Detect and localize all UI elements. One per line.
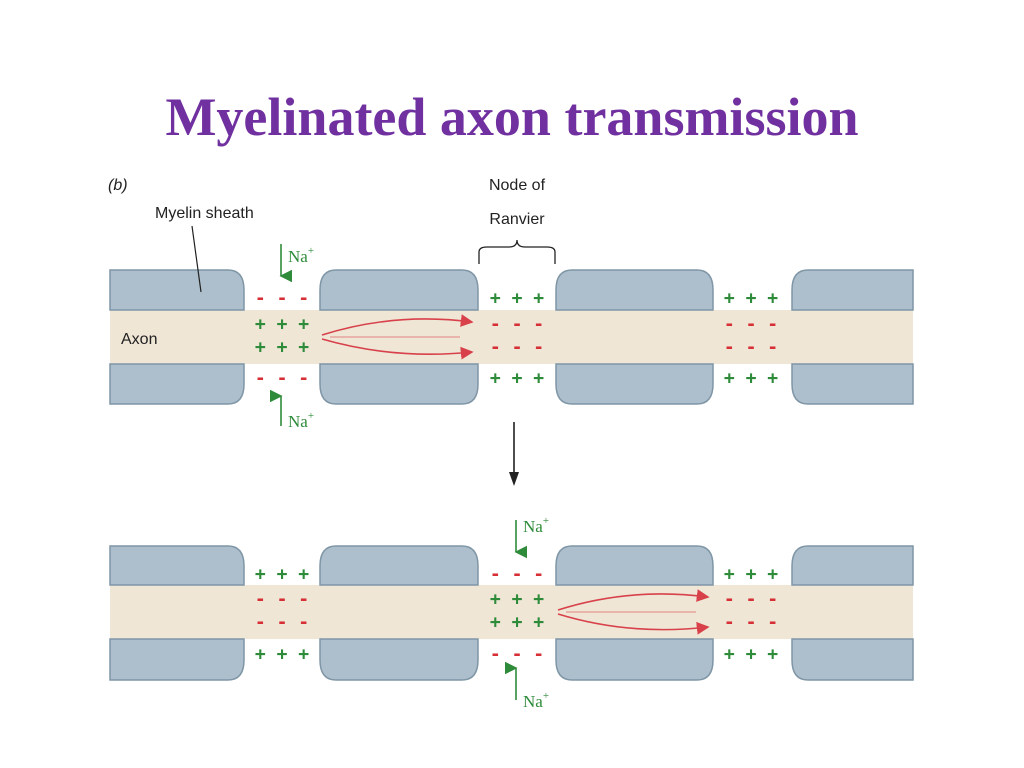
myelin-segment-2-bottom-after bbox=[319, 638, 479, 681]
charge-n1-bottom-inner: + + + bbox=[255, 337, 309, 358]
charge-n2-top-outer: + + + bbox=[490, 288, 544, 309]
myelin-segments-after bbox=[109, 545, 914, 681]
charge-after-n2-top-outer: - - - bbox=[490, 564, 544, 585]
local-current-upper bbox=[321, 314, 474, 336]
myelin-segment-4-bottom bbox=[791, 363, 914, 405]
myelin-segment-3-top bbox=[555, 269, 714, 311]
myelin-segment-3-top-after bbox=[555, 545, 714, 586]
na-label-bottom-after: Na+ bbox=[523, 690, 549, 711]
local-current-lower-after bbox=[557, 613, 710, 635]
myelin-segment-4-bottom-after bbox=[791, 638, 914, 681]
na-label-bottom: Na+ bbox=[288, 410, 314, 431]
charge-n1-bottom-outer: - - - bbox=[255, 368, 309, 389]
charge-after-n3-top-outer: + + + bbox=[724, 564, 778, 585]
myelin-segment-2-top-after bbox=[319, 545, 479, 586]
charge-after-n2-bottom-outer: - - - bbox=[490, 644, 544, 665]
charge-n3-bottom-inner: - - - bbox=[724, 337, 778, 358]
axon-band-after bbox=[110, 585, 913, 639]
charge-after-n1-bottom-inner: - - - bbox=[255, 612, 309, 633]
charge-after-n1-top-inner: - - - bbox=[255, 589, 309, 610]
local-current-upper-after bbox=[557, 589, 710, 611]
charge-n2-bottom-inner: - - - bbox=[490, 337, 544, 358]
myelin-segments bbox=[109, 269, 914, 405]
node-of-ranvier-label-line2: Ranvier bbox=[489, 211, 545, 228]
charge-n3-bottom-outer: + + + bbox=[724, 368, 778, 389]
myelin-segment-4-top bbox=[791, 269, 914, 311]
myelin-segment-3-bottom-after bbox=[555, 638, 714, 681]
myelin-segment-1-top bbox=[109, 269, 245, 311]
charge-after-n3-top-inner: - - - bbox=[724, 589, 778, 610]
node-of-ranvier-brace bbox=[478, 239, 556, 264]
charge-n2-top-inner: - - - bbox=[490, 314, 544, 335]
panel-after: Na+ Na+ + + + - - - - - - + + + - - - + … bbox=[109, 515, 914, 711]
myelin-segment-1-bottom bbox=[109, 363, 245, 405]
myelin-segment-1-bottom-after bbox=[109, 638, 245, 681]
panel-label: (b) bbox=[108, 177, 128, 194]
myelin-segment-2-top bbox=[319, 269, 479, 311]
charge-n2-bottom-outer: + + + bbox=[490, 368, 544, 389]
myelin-sheath-label: Myelin sheath bbox=[155, 205, 254, 222]
sequence-arrow-head bbox=[509, 472, 519, 486]
myelin-segment-2-bottom bbox=[319, 363, 479, 405]
na-label-top: Na+ bbox=[288, 245, 314, 266]
myelin-sheath-pointer bbox=[191, 225, 202, 293]
slide-title: Myelinated axon transmission bbox=[165, 87, 859, 147]
local-current-lower bbox=[321, 338, 474, 360]
myelin-segment-1-top-after bbox=[109, 545, 245, 586]
charge-after-n1-bottom-outer: + + + bbox=[255, 644, 309, 665]
axon-label: Axon bbox=[121, 331, 157, 348]
charge-n3-top-outer: + + + bbox=[724, 288, 778, 309]
charges-after: + + + - - - - - - + + + - - - + + + + + … bbox=[255, 564, 778, 665]
myelin-segment-3-bottom bbox=[555, 363, 714, 405]
charge-n3-top-inner: - - - bbox=[724, 314, 778, 335]
node-of-ranvier-label-line1: Node of bbox=[489, 177, 546, 194]
charges-before: - - - + + + + + + - - - + + + - - - - - … bbox=[255, 288, 778, 389]
na-label-top-after: Na+ bbox=[523, 515, 549, 536]
charge-after-n2-bottom-inner: + + + bbox=[490, 612, 544, 633]
charge-n1-top-inner: + + + bbox=[255, 314, 309, 335]
panel-before: (b) Myelin sheath Node of Ranvier Axon N… bbox=[108, 177, 914, 431]
charge-after-n2-top-inner: + + + bbox=[490, 589, 544, 610]
charge-after-n1-top-outer: + + + bbox=[255, 564, 309, 585]
charge-after-n3-bottom-inner: - - - bbox=[724, 612, 778, 633]
charge-after-n3-bottom-outer: + + + bbox=[724, 644, 778, 665]
charge-n1-top-outer: - - - bbox=[255, 288, 309, 309]
axon-band bbox=[110, 310, 913, 364]
myelin-segment-4-top-after bbox=[791, 545, 914, 586]
